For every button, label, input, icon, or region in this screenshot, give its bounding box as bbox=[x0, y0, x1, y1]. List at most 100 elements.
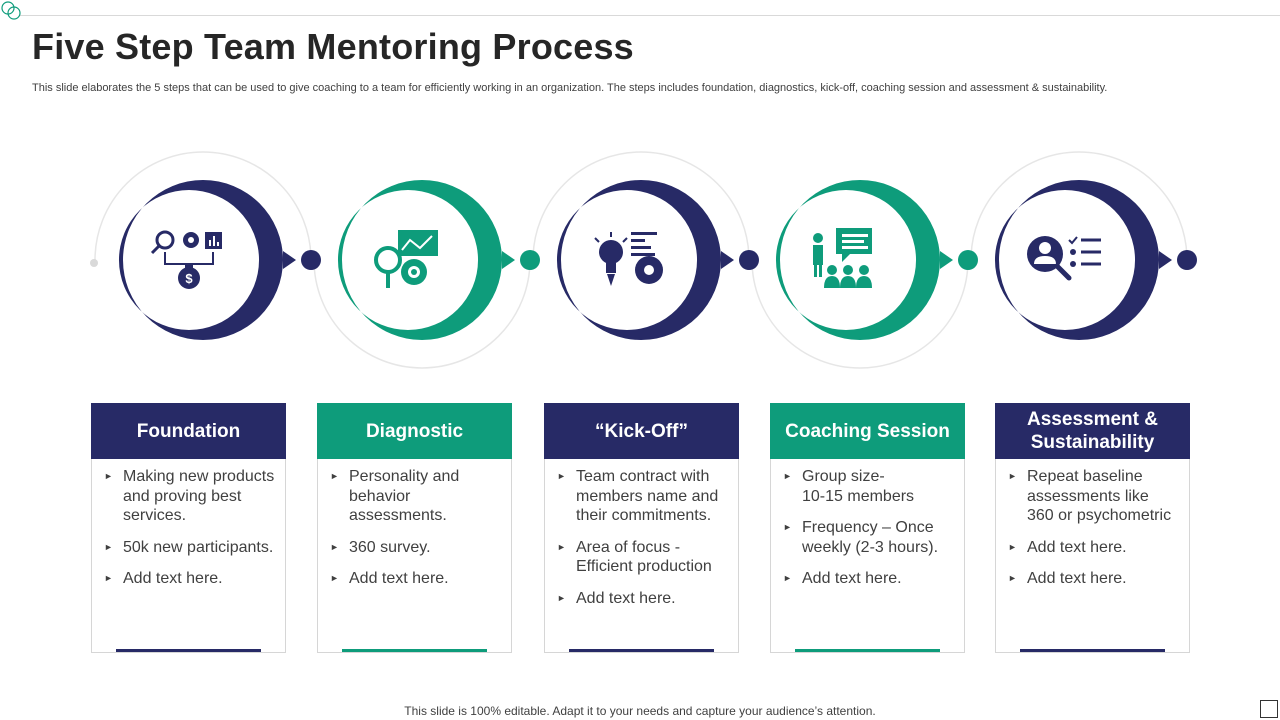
presentation-audience-icon bbox=[813, 228, 872, 288]
gear-hole bbox=[644, 265, 654, 275]
card-bottom-bar bbox=[342, 649, 487, 652]
bubble-line bbox=[842, 240, 864, 243]
bubble-line bbox=[842, 234, 868, 237]
card-header: “Kick-Off” bbox=[544, 403, 739, 459]
presenter-leg bbox=[819, 265, 822, 277]
corner-box bbox=[1260, 700, 1278, 718]
step-card-kick-off: “Kick-Off” ►Team contract with members n… bbox=[544, 403, 739, 653]
crescent-shape bbox=[118, 180, 284, 340]
start-dot bbox=[90, 259, 98, 267]
audience-body bbox=[840, 276, 856, 288]
card-title: “Kick-Off” bbox=[595, 420, 688, 442]
step-graphics: $ bbox=[118, 180, 1197, 340]
card-bullet-list: ►Repeat baseline assessments like 360 or… bbox=[996, 459, 1189, 589]
card-bullet-list: ►Personality and behavior assessments. ►… bbox=[318, 459, 511, 589]
card-header: Assessment & Sustainability bbox=[995, 403, 1190, 459]
card-bottom-bar bbox=[1020, 649, 1165, 652]
bullet-arrow-icon: ► bbox=[557, 471, 566, 481]
check-mark bbox=[1068, 236, 1078, 245]
idea-bulb-gear-icon bbox=[594, 232, 663, 286]
card-header: Coaching Session bbox=[770, 403, 965, 459]
list-item: ►Making new products and proving best se… bbox=[104, 468, 275, 524]
list-item: ►50k new participants. bbox=[104, 538, 274, 556]
list-item: ►Area of focus - Efficient production bbox=[557, 538, 712, 576]
magnifier-handle bbox=[1054, 263, 1072, 281]
crescent-shape bbox=[994, 180, 1159, 340]
money-bag-icon bbox=[178, 267, 200, 289]
text-line bbox=[631, 253, 655, 256]
presenter-body bbox=[813, 245, 823, 265]
presenter-head bbox=[813, 233, 823, 243]
card-bullet-list: ►Team contract with members name and the… bbox=[545, 459, 738, 608]
card-header: Diagnostic bbox=[317, 403, 512, 459]
card-bullet-list: ►Group size- 10-15 members ►Frequency – … bbox=[771, 459, 964, 589]
bullet-arrow-icon: ► bbox=[783, 471, 792, 481]
bullet-arrow-icon: ► bbox=[1008, 573, 1017, 583]
list-item: ►Add text here. bbox=[104, 570, 223, 587]
bullet-arrow-icon: ► bbox=[557, 541, 566, 552]
connector-dot bbox=[739, 250, 759, 270]
step-node bbox=[118, 180, 321, 340]
ring-arc bbox=[970, 151, 1188, 261]
card-title: Coaching Session bbox=[785, 420, 950, 442]
list-item: ►Add text here. bbox=[1008, 538, 1127, 556]
chart-board-icon bbox=[398, 230, 438, 256]
step-node bbox=[994, 180, 1197, 340]
ring-arc bbox=[313, 259, 531, 369]
footer-note: This slide is 100% editable. Adapt it to… bbox=[404, 704, 876, 718]
user-search-checklist-icon bbox=[1027, 236, 1101, 281]
list-item: ►Add text here. bbox=[330, 570, 449, 587]
gear-hole bbox=[188, 237, 194, 243]
card-bullet-list: ►Making new products and proving best se… bbox=[92, 459, 285, 589]
connector-dot bbox=[301, 250, 321, 270]
crescent-shape bbox=[775, 180, 940, 340]
gear-core bbox=[411, 269, 417, 275]
list-item: ►Repeat baseline assessments like 360 or… bbox=[1008, 468, 1172, 524]
list-item: ►Personality and behavior assessments. bbox=[330, 468, 460, 524]
top-divider-line bbox=[20, 15, 1280, 16]
bullet-arrow-icon: ► bbox=[1008, 541, 1017, 552]
bullet-arrow-icon: ► bbox=[330, 573, 339, 583]
magnifier-handle bbox=[150, 244, 161, 255]
pen-tip bbox=[607, 274, 615, 286]
logo-rings-icon bbox=[1, 1, 21, 20]
bullet-arrow-icon: ► bbox=[783, 573, 792, 583]
ring-arc bbox=[94, 151, 312, 261]
list-dot bbox=[1070, 249, 1076, 255]
text-line bbox=[631, 232, 657, 235]
audience-head bbox=[843, 265, 853, 275]
presenter-leg bbox=[814, 265, 817, 277]
text-line bbox=[631, 239, 645, 242]
card-bottom-bar bbox=[795, 649, 940, 652]
list-item: ►Frequency – Once weekly (2-3 hours). bbox=[783, 519, 939, 556]
card-bottom-bar bbox=[116, 649, 261, 652]
bar bbox=[213, 236, 215, 246]
connector-lines bbox=[164, 252, 214, 265]
card-title: Diagnostic bbox=[365, 420, 464, 442]
connector-arrow bbox=[502, 251, 515, 269]
connector-dot bbox=[520, 250, 540, 270]
bubble-line bbox=[842, 246, 868, 249]
list-dot bbox=[1070, 261, 1076, 267]
bullet-arrow-icon: ► bbox=[330, 541, 339, 552]
ring-arc bbox=[751, 259, 969, 369]
ray bbox=[594, 237, 600, 243]
page-title: Five Step Team Mentoring Process bbox=[32, 26, 634, 67]
card-bottom-bar bbox=[569, 649, 714, 652]
bar bbox=[209, 240, 211, 246]
connector-arrow bbox=[283, 251, 296, 269]
bullet-arrow-icon: ► bbox=[330, 471, 339, 481]
dollar-icon: $ bbox=[185, 271, 193, 286]
crescent-shape bbox=[556, 180, 721, 340]
step-card-coaching-session: Coaching Session ►Group size- 10-15 memb… bbox=[770, 403, 965, 653]
crescent-shape bbox=[337, 180, 502, 340]
audience-head bbox=[859, 265, 869, 275]
step-node bbox=[337, 180, 540, 340]
list-item: ►Add text here. bbox=[1008, 570, 1127, 587]
list-item: ►Add text here. bbox=[557, 589, 676, 607]
audience-head bbox=[827, 265, 837, 275]
process-diagram: $ bbox=[90, 151, 1197, 369]
step-card-diagnostic: Diagnostic ►Personality and behavior ass… bbox=[317, 403, 512, 653]
trend-line bbox=[401, 235, 433, 251]
bullet-arrow-icon: ► bbox=[104, 541, 113, 552]
